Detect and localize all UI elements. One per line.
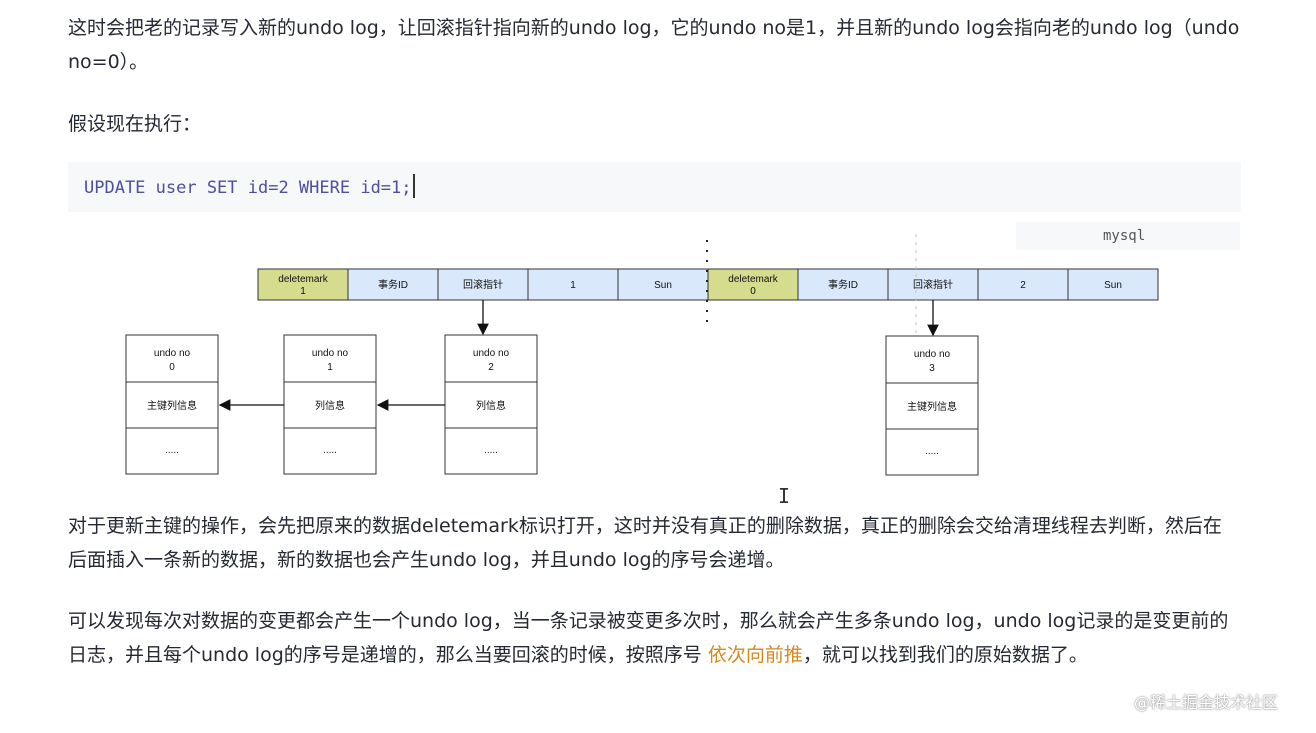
undo-log-3: undo no 3 主键列信息 .....: [885, 335, 979, 476]
svg-text:2: 2: [488, 362, 494, 373]
old-deletemark-value: 1: [300, 286, 306, 297]
new-deletemark-label: deletemark: [728, 274, 778, 285]
assume-paragraph: 假设现在执行：: [68, 113, 202, 135]
old-rollptr-cell: 回滚指针: [463, 278, 503, 291]
svg-text:undo no: undo no: [473, 348, 510, 359]
new-name-cell: Sun: [1104, 280, 1122, 291]
undo-log-2: undo no 2 列信息 .....: [444, 334, 538, 475]
code-line[interactable]: UPDATE user SET id=2 WHERE id=1;: [84, 174, 415, 198]
svg-text:.....: .....: [925, 446, 939, 457]
text-cursor-icon: I: [778, 484, 791, 508]
svg-text:undo no: undo no: [154, 348, 191, 359]
code-block[interactable]: UPDATE user SET id=2 WHERE id=1;: [68, 162, 1241, 212]
new-deletemark-value: 0: [750, 286, 756, 297]
svg-text:列信息: 列信息: [315, 399, 345, 412]
intro-paragraph: 这时会把老的记录写入新的undo log，让回滚指针指向新的undo log，它…: [68, 17, 1240, 73]
undo-log-diagram: deletemark 1 事务ID 回滚指针 1 Sun deletemark …: [125, 234, 1159, 476]
primary-key-update-paragraph: 对于更新主键的操作，会先把原来的数据deletemark标识打开，这时并没有真正…: [68, 515, 1222, 571]
svg-text:主键列信息: 主键列信息: [907, 400, 957, 413]
highlight-text: 依次向前推: [707, 644, 803, 666]
svg-text:.....: .....: [165, 445, 179, 456]
svg-text:列信息: 列信息: [476, 399, 506, 412]
svg-text:主键列信息: 主键列信息: [147, 399, 197, 412]
svg-text:1: 1: [327, 362, 333, 373]
watermark: @稀土掘金技术社区: [1134, 693, 1279, 712]
new-rollptr-cell: 回滚指针: [913, 278, 953, 291]
svg-text:undo no: undo no: [914, 349, 951, 360]
old-record-row: deletemark 1 事务ID 回滚指针 1 Sun: [257, 268, 709, 301]
old-name-cell: Sun: [654, 280, 672, 291]
summary-paragraph: 可以发现每次对数据的变更都会产生一个undo log，当一条记录被变更多次时，那…: [68, 604, 1238, 672]
summary-text: 可以发现每次对数据的变更都会产生一个undo log，当一条记录被变更多次时，那…: [68, 610, 1229, 666]
text-caret: [412, 174, 415, 198]
undo-log-0: undo no 0 主键列信息 .....: [125, 334, 219, 475]
new-txid-cell: 事务ID: [828, 278, 858, 291]
svg-text:.....: .....: [484, 445, 498, 456]
old-txid-cell: 事务ID: [378, 278, 408, 291]
old-deletemark-label: deletemark: [278, 274, 328, 285]
svg-text:0: 0: [169, 362, 175, 373]
summary-text-end: ，就可以找到我们的原始数据了。: [802, 644, 1088, 666]
svg-text:undo no: undo no: [312, 348, 349, 359]
new-record-row: deletemark 0 事务ID 回滚指针 2 Sun: [707, 268, 1159, 301]
undo-log-1: undo no 1 列信息 .....: [283, 334, 377, 475]
new-id-cell: 2: [1020, 280, 1026, 291]
old-id-cell: 1: [570, 280, 576, 291]
code-language-badge: mysql: [1016, 222, 1240, 250]
svg-text:.....: .....: [323, 445, 337, 456]
svg-text:3: 3: [929, 363, 935, 374]
